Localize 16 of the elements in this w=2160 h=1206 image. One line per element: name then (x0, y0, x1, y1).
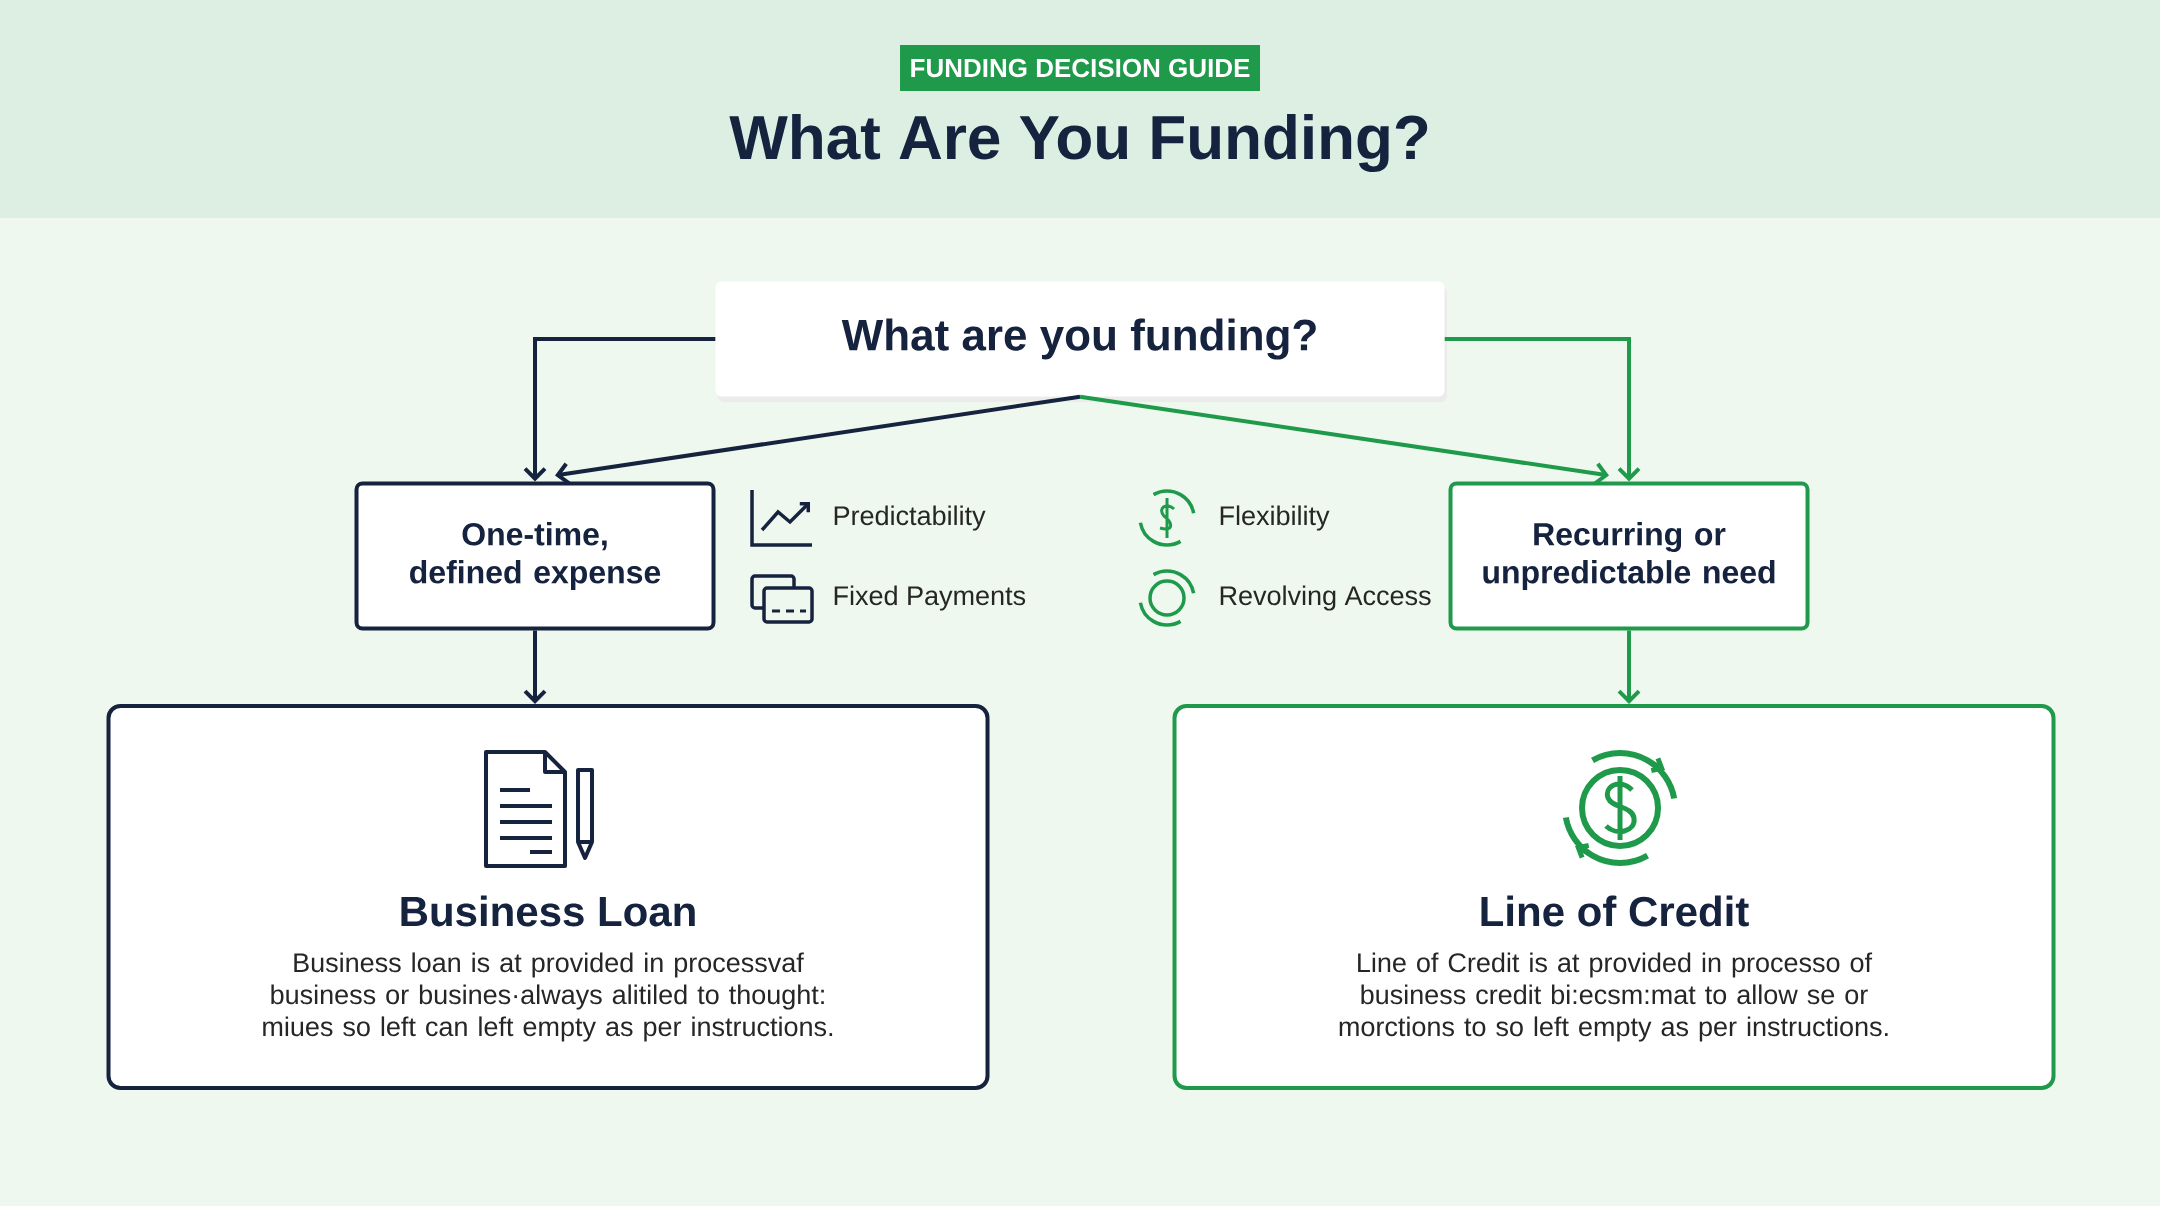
decision-box: One-time, defined expense (354, 481, 716, 631)
card-description: Line of Credit is at provided in processo of business credit bi:ecsm:mat to allow se or morctions to so left empty as per instructions. (1339, 952, 1888, 1042)
question-box: What are you funding? (715, 281, 1445, 397)
arrow (523, 630, 547, 704)
badge: FUNDING DECISION GUIDE (900, 45, 1260, 91)
decision-box: Recurring or unpredictable need (1448, 481, 1810, 631)
arrow (523, 337, 716, 482)
card-description: Business loan is at provided in processvaf business or busines·always alitiled to thought: miues so left can left empty as per instructions. (263, 952, 833, 1042)
feature-label: Predictability (834, 505, 986, 531)
title: What Are You Funding? (729, 113, 1428, 173)
feature-label: Flexibility (1220, 505, 1330, 531)
card-heading: Line of Credit (1481, 895, 1749, 927)
arrow (1617, 630, 1641, 704)
feature-label: Fixed Payments (834, 585, 1026, 611)
card-heading: Business Loan (401, 895, 695, 927)
arrow (1444, 337, 1641, 482)
